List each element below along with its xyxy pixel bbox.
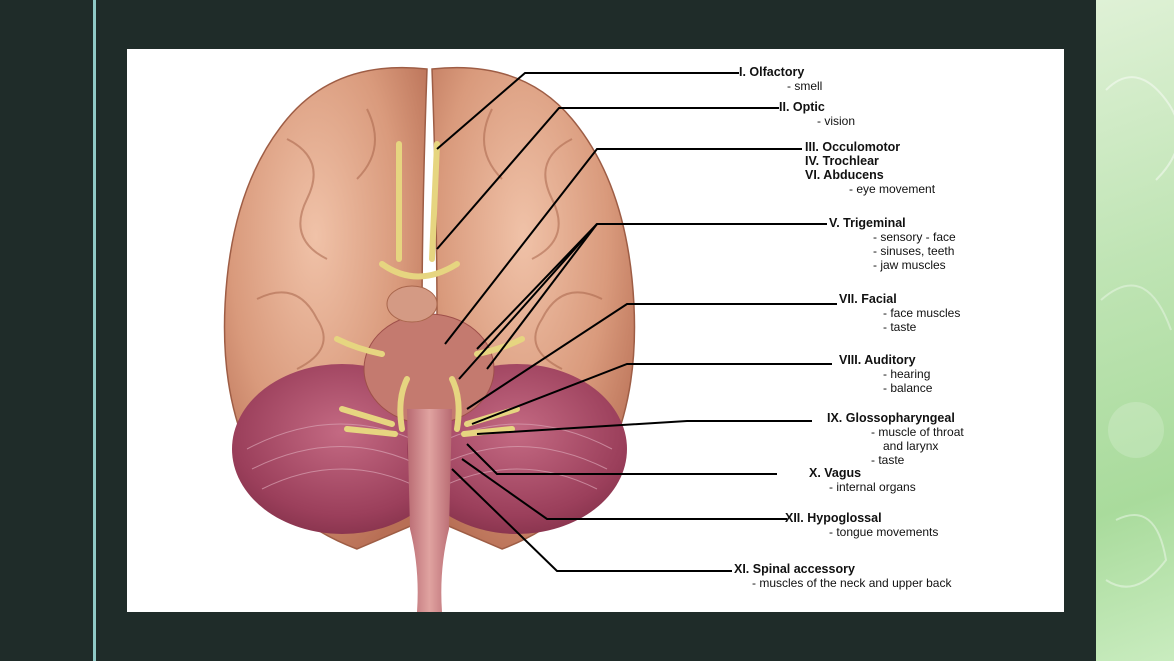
nerve-function: - balance <box>883 381 933 395</box>
nerve-function: - internal organs <box>829 480 916 494</box>
label-spinal-accessory: XI. Spinal accessory - muscles of the ne… <box>734 562 951 590</box>
decorative-side-panel <box>1096 0 1174 661</box>
pons <box>363 313 495 425</box>
nerve-function: - taste <box>871 453 905 467</box>
nerve-function: - tongue movements <box>829 525 939 539</box>
nerve-name: XI. Spinal accessory <box>734 562 855 576</box>
label-hypoglossal: XII. Hypoglossal - tongue movements <box>785 511 938 539</box>
nerve-name: VI. Abducens <box>805 168 884 182</box>
leader-lines <box>436 72 837 572</box>
temporal-pole-left <box>386 285 438 323</box>
nerve-name: I. Olfactory <box>739 65 805 79</box>
cranial-nerves <box>334 141 525 437</box>
label-facial: VII. Facial - face muscles - taste <box>839 292 960 334</box>
nerve-function: - sensory - face <box>873 230 956 244</box>
brain-illustration <box>223 66 837 612</box>
nerve-name: IV. Trochlear <box>805 154 879 168</box>
nerve-name: V. Trigeminal <box>829 216 906 230</box>
nerve-function: and larynx <box>883 439 939 453</box>
label-trigeminal: V. Trigeminal - sensory - face - sinuses… <box>829 216 956 272</box>
nerve-function: - vision <box>817 114 856 128</box>
nerve-name: XII. Hypoglossal <box>785 511 882 525</box>
accent-rule <box>93 0 96 661</box>
nerve-function: - sinuses, teeth <box>873 244 955 258</box>
nerve-function: - jaw muscles <box>873 258 946 272</box>
nerve-function: - muscles of the neck and upper back <box>752 576 952 590</box>
label-auditory: VIII. Auditory - hearing - balance <box>839 353 932 395</box>
nerve-name: X. Vagus <box>809 466 862 480</box>
nerve-name: IX. Glossopharyngeal <box>827 411 955 425</box>
label-vagus: X. Vagus - internal organs <box>809 466 916 494</box>
label-optic: II. Optic - vision <box>779 100 855 128</box>
nerve-name: III. Occulomotor <box>805 140 901 154</box>
brainstem <box>407 409 452 612</box>
nerve-name: VII. Facial <box>839 292 897 306</box>
label-olfactory: I. Olfactory - smell <box>739 65 822 93</box>
nerve-function: - smell <box>787 79 823 93</box>
nerve-function: - taste <box>883 320 917 334</box>
nerve-name: VIII. Auditory <box>839 353 916 367</box>
label-eye-movement-nerves: III. Occulomotor IV. Trochlear VI. Abduc… <box>805 140 935 196</box>
nerve-name: II. Optic <box>779 100 825 114</box>
nerve-function: - face muscles <box>883 306 961 320</box>
nerve-function: - eye movement <box>849 182 936 196</box>
label-glossopharyngeal: IX. Glossopharyngeal - muscle of throat … <box>827 411 964 467</box>
nerve-function: - muscle of throat <box>871 425 964 439</box>
swirl-decoration <box>1100 76 1174 588</box>
nerve-function: - hearing <box>883 367 931 381</box>
figure-card: I. Olfactory - smell II. Optic - vision … <box>127 49 1064 612</box>
